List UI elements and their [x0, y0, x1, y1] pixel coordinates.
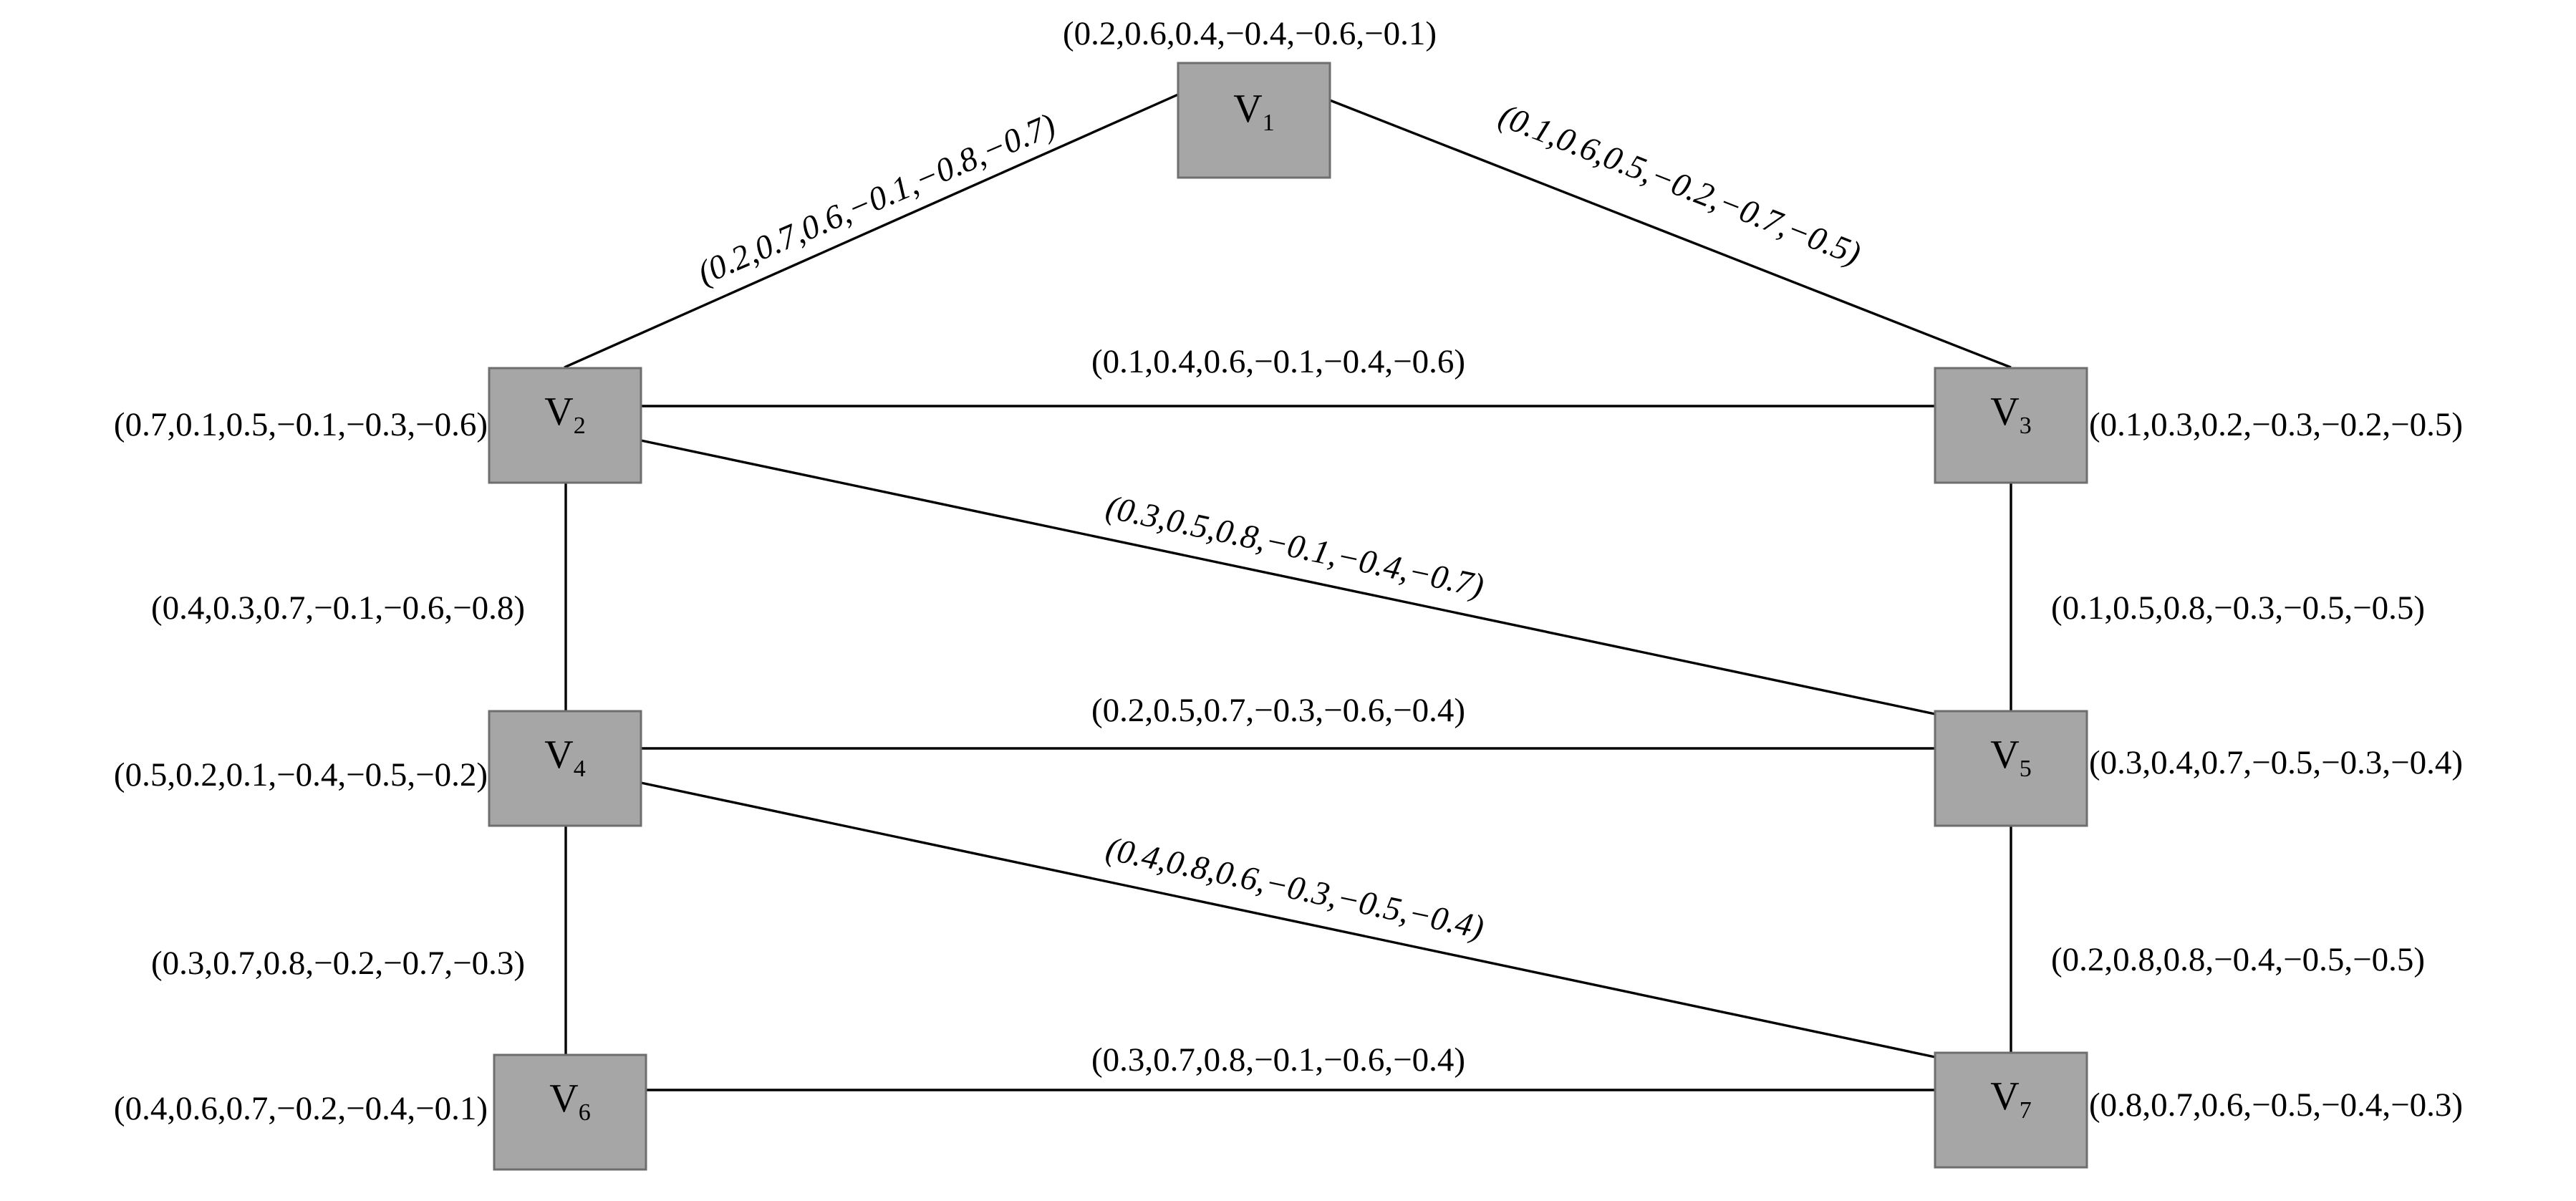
edges	[564, 93, 2012, 1091]
node-v2: V2	[488, 367, 642, 484]
edge-v1-v3	[1329, 99, 2012, 369]
node-v4-name: V4	[544, 733, 585, 782]
node-v7-name: V7	[1990, 1074, 2031, 1124]
edge-label-v4-v7: (0.4,0.8,0.6,−0.3,−0.5,−0.4)	[1103, 830, 1487, 947]
edge-label-v4-v6: (0.3,0.7,0.8,−0.2,−0.7,−0.3)	[151, 945, 525, 982]
edge-labels: (0.2,0.7,0.6,−0.1,−0.8,−0.7) (0.1,0.6,0.…	[151, 97, 2425, 1079]
node-v6-name: V6	[549, 1076, 590, 1126]
edge-label-v5-v7: (0.2,0.8,0.8,−0.4,−0.5,−0.5)	[2051, 941, 2425, 978]
node-v1-box	[1177, 62, 1331, 179]
node-label-v6: (0.4,0.6,0.7,−0.2,−0.4,−0.1)	[114, 1090, 488, 1127]
edge-label-v2-v5: (0.3,0.5,0.8,−0.1,−0.4,−0.7)	[1103, 488, 1487, 605]
node-label-v4: (0.5,0.2,0.1,−0.4,−0.5,−0.2)	[114, 756, 488, 794]
edge-label-v4-v5: (0.2,0.5,0.7,−0.3,−0.6,−0.4)	[1091, 692, 1465, 729]
node-v5: V5	[1934, 710, 2088, 827]
edge-label-v2-v4: (0.4,0.3,0.7,−0.1,−0.6,−0.8)	[151, 589, 525, 627]
edge-label-v3-v5: (0.1,0.5,0.8,−0.3,−0.5,−0.5)	[2051, 589, 2425, 627]
node-v6: V6	[493, 1053, 647, 1171]
node-v4-box	[488, 710, 642, 827]
node-v5-name: V5	[1990, 733, 2031, 782]
node-v3: V3	[1934, 367, 2088, 484]
node-label-v7: (0.8,0.7,0.6,−0.5,−0.4,−0.3)	[2089, 1086, 2463, 1124]
node-v6-box	[493, 1053, 647, 1171]
node-label-v5: (0.3,0.4,0.7,−0.5,−0.3,−0.4)	[2089, 744, 2463, 781]
node-v7-box	[1934, 1051, 2088, 1169]
node-label-v2: (0.7,0.1,0.5,−0.1,−0.3,−0.6)	[114, 406, 488, 443]
node-v2-name: V2	[544, 390, 585, 439]
edge-v4-v7	[640, 781, 1936, 1058]
node-v1-name: V1	[1233, 87, 1274, 136]
node-v5-box	[1934, 710, 2088, 827]
node-v3-box	[1934, 367, 2088, 484]
edge-v2-v5	[640, 439, 1936, 715]
node-label-v3: (0.1,0.3,0.2,−0.3,−0.2,−0.5)	[2089, 406, 2463, 443]
edge-label-v1-v2: (0.2,0.7,0.6,−0.1,−0.8,−0.7)	[693, 106, 1061, 292]
node-v2-box	[488, 367, 642, 484]
node-v4: V4	[488, 710, 642, 827]
edge-v1-v2	[564, 93, 1179, 369]
edge-label-v6-v7: (0.3,0.7,0.8,−0.1,−0.6,−0.4)	[1091, 1041, 1465, 1079]
nodes: V1 V2 V3 V4 V5 V6 V7	[488, 62, 2088, 1171]
edge-label-v1-v3: (0.1,0.6,0.5,−0.2,−0.7,−0.5)	[1494, 97, 1866, 272]
edge-label-v2-v3: (0.1,0.4,0.6,−0.1,−0.4,−0.6)	[1091, 343, 1465, 380]
node-v7: V7	[1934, 1051, 2088, 1169]
node-v1: V1	[1177, 62, 1331, 179]
node-labels: (0.2,0.6,0.4,−0.4,−0.6,−0.1) (0.7,0.1,0.…	[114, 15, 2463, 1127]
node-label-v1: (0.2,0.6,0.4,−0.4,−0.6,−0.1)	[1063, 15, 1437, 52]
node-v3-name: V3	[1990, 390, 2031, 439]
